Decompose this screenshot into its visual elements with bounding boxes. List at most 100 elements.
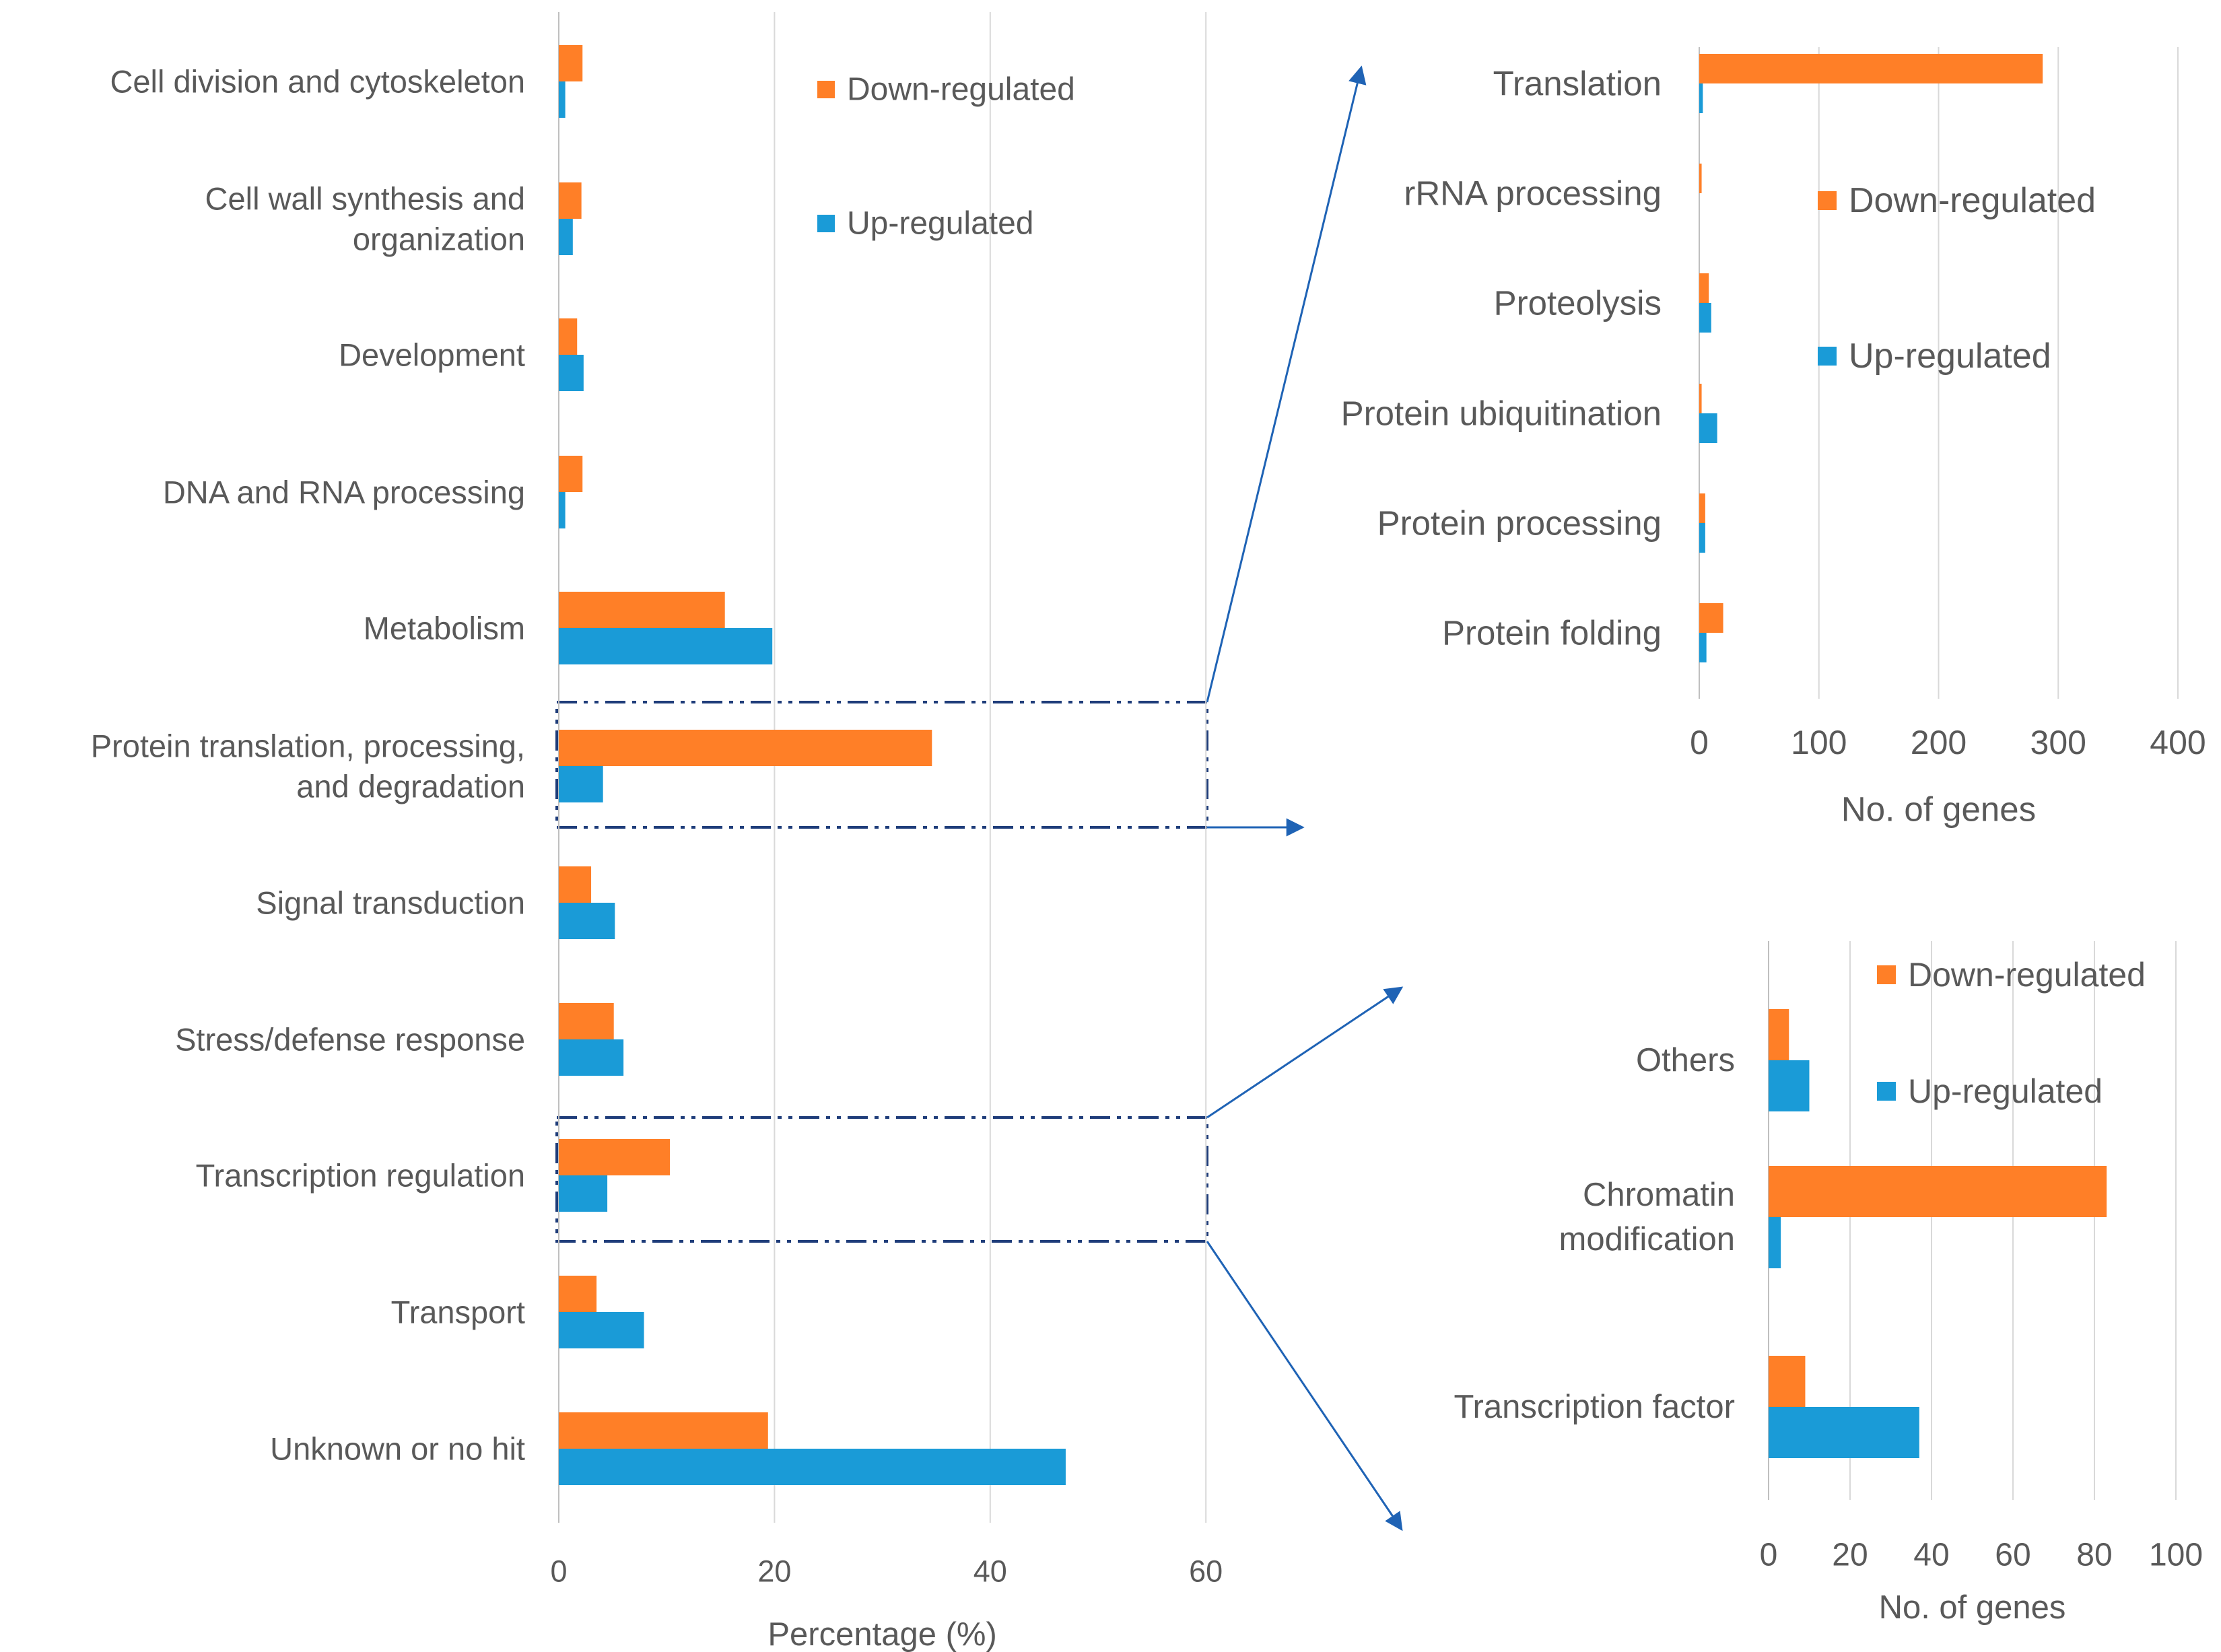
bar-up-regulated	[1769, 1407, 1919, 1458]
x-axis-title: Percentage (%)	[767, 1616, 996, 1652]
category-label: Metabolism	[364, 611, 525, 646]
legend-label: Down-regulated	[1908, 956, 2146, 994]
tick-label: 60	[1995, 1538, 2030, 1573]
tick-label: 0	[550, 1554, 567, 1589]
legend-swatch	[1877, 1082, 1896, 1101]
bar-up-regulated	[1769, 1060, 1810, 1111]
bar-up-regulated	[1769, 1217, 1781, 1268]
category-label: Development	[339, 337, 525, 373]
category-label: Proteolysis	[1494, 284, 1662, 322]
category-label: Protein translation, processing,	[91, 728, 525, 764]
connector-arrow	[1206, 1241, 1403, 1531]
x-axis-title: No. of genes	[1841, 790, 2036, 829]
category-label: Others	[1636, 1042, 1735, 1078]
tick-label: 400	[2150, 724, 2206, 761]
bar-down-regulated	[559, 866, 592, 903]
connector-arrow	[1206, 65, 1367, 703]
category-label: Unknown or no hit	[270, 1431, 525, 1467]
bar-up-regulated	[559, 628, 773, 664]
zoom-box	[555, 1116, 1208, 1243]
bar-up-regulated	[1699, 303, 1711, 333]
bar-down-regulated	[1699, 493, 1705, 523]
tick-label: 40	[973, 1554, 1007, 1589]
zoom-connectors	[555, 65, 1404, 1531]
category-label: Chromatin	[1583, 1177, 1735, 1213]
category-label: Transcription factor	[1454, 1389, 1735, 1425]
category-label: Protein folding	[1442, 614, 1662, 652]
bar-down-regulated	[1699, 164, 1702, 193]
bar-down-regulated	[559, 456, 583, 492]
legend-label: Up-regulated	[847, 206, 1034, 242]
bar-down-regulated	[559, 318, 578, 355]
bar-down-regulated	[559, 1003, 614, 1039]
category-label: organization	[353, 221, 525, 257]
bar-up-regulated	[559, 1449, 1066, 1485]
category-label: Protein ubiquitination	[1341, 394, 1662, 433]
legend-swatch	[1877, 965, 1896, 984]
bar-down-regulated	[1769, 1009, 1789, 1060]
tick-label: 60	[1189, 1554, 1223, 1589]
legend-label: Down-regulated	[847, 72, 1075, 108]
legend-swatch	[817, 215, 835, 232]
tick-label: 20	[1832, 1538, 1868, 1573]
bar-down-regulated	[1769, 1166, 2107, 1217]
category-label: and degradation	[296, 769, 525, 804]
legend-swatch	[817, 81, 835, 98]
category-label: Signal transduction	[256, 885, 525, 921]
bar-down-regulated	[1769, 1356, 1806, 1407]
tick-label: 200	[1911, 724, 1967, 761]
bar-down-regulated	[1699, 603, 1723, 633]
category-label: Protein processing	[1377, 504, 1662, 543]
bar-up-regulated	[559, 219, 573, 255]
category-label: Transport	[391, 1295, 525, 1330]
bar-down-regulated	[559, 1276, 597, 1312]
bar-up-regulated	[559, 1312, 644, 1348]
legend-label: Up-regulated	[1849, 337, 2051, 376]
tick-label: 300	[2030, 724, 2086, 761]
tick-label: 40	[1913, 1538, 1949, 1573]
bar-up-regulated	[1699, 633, 1707, 662]
bar-down-regulated	[1699, 54, 2043, 83]
bar-down-regulated	[559, 730, 932, 766]
bar-down-regulated	[1699, 273, 1709, 303]
bar-down-regulated	[1699, 384, 1702, 413]
bar-up-regulated	[559, 492, 566, 528]
bar-down-regulated	[559, 592, 725, 628]
tick-label: 100	[1791, 724, 1847, 761]
tick-label: 20	[757, 1554, 791, 1589]
bar-down-regulated	[559, 1412, 768, 1449]
bar-up-regulated	[559, 1039, 624, 1076]
category-label: DNA and RNA processing	[163, 475, 525, 510]
category-label: Cell division and cytoskeleton	[110, 64, 525, 100]
bar-down-regulated	[559, 45, 583, 81]
tick-label: 100	[2149, 1538, 2203, 1573]
category-label: rRNA processing	[1404, 174, 1662, 213]
tick-label: 80	[2076, 1538, 2112, 1573]
category-label: modification	[1559, 1221, 1735, 1258]
tick-label: 0	[1760, 1538, 1778, 1573]
bar-up-regulated	[559, 81, 566, 118]
bar-up-regulated	[559, 903, 615, 939]
bar-up-regulated	[1699, 523, 1705, 553]
bar-up-regulated	[1699, 83, 1703, 113]
legend-swatch	[1818, 347, 1837, 366]
tick-label: 0	[1690, 724, 1709, 761]
bar-up-regulated	[1699, 413, 1717, 443]
category-label: Stress/defense response	[175, 1022, 525, 1058]
legend-label: Down-regulated	[1849, 181, 2096, 220]
bar-up-regulated	[559, 766, 603, 802]
legend-swatch	[1818, 191, 1837, 210]
connector-arrow	[1206, 986, 1404, 1119]
category-label: Translation	[1493, 65, 1662, 103]
bar-up-regulated	[559, 1175, 608, 1212]
bar-down-regulated	[559, 182, 582, 219]
x-axis-title: No. of genes	[1879, 1589, 2066, 1626]
legend-label: Up-regulated	[1908, 1072, 2103, 1110]
bar-down-regulated	[559, 1139, 671, 1175]
protein-genes-chart: Translation rRNA processingProteolysisPro…	[1341, 47, 2206, 829]
category-label: Transcription regulation	[196, 1158, 525, 1194]
bar-up-regulated	[559, 355, 584, 391]
